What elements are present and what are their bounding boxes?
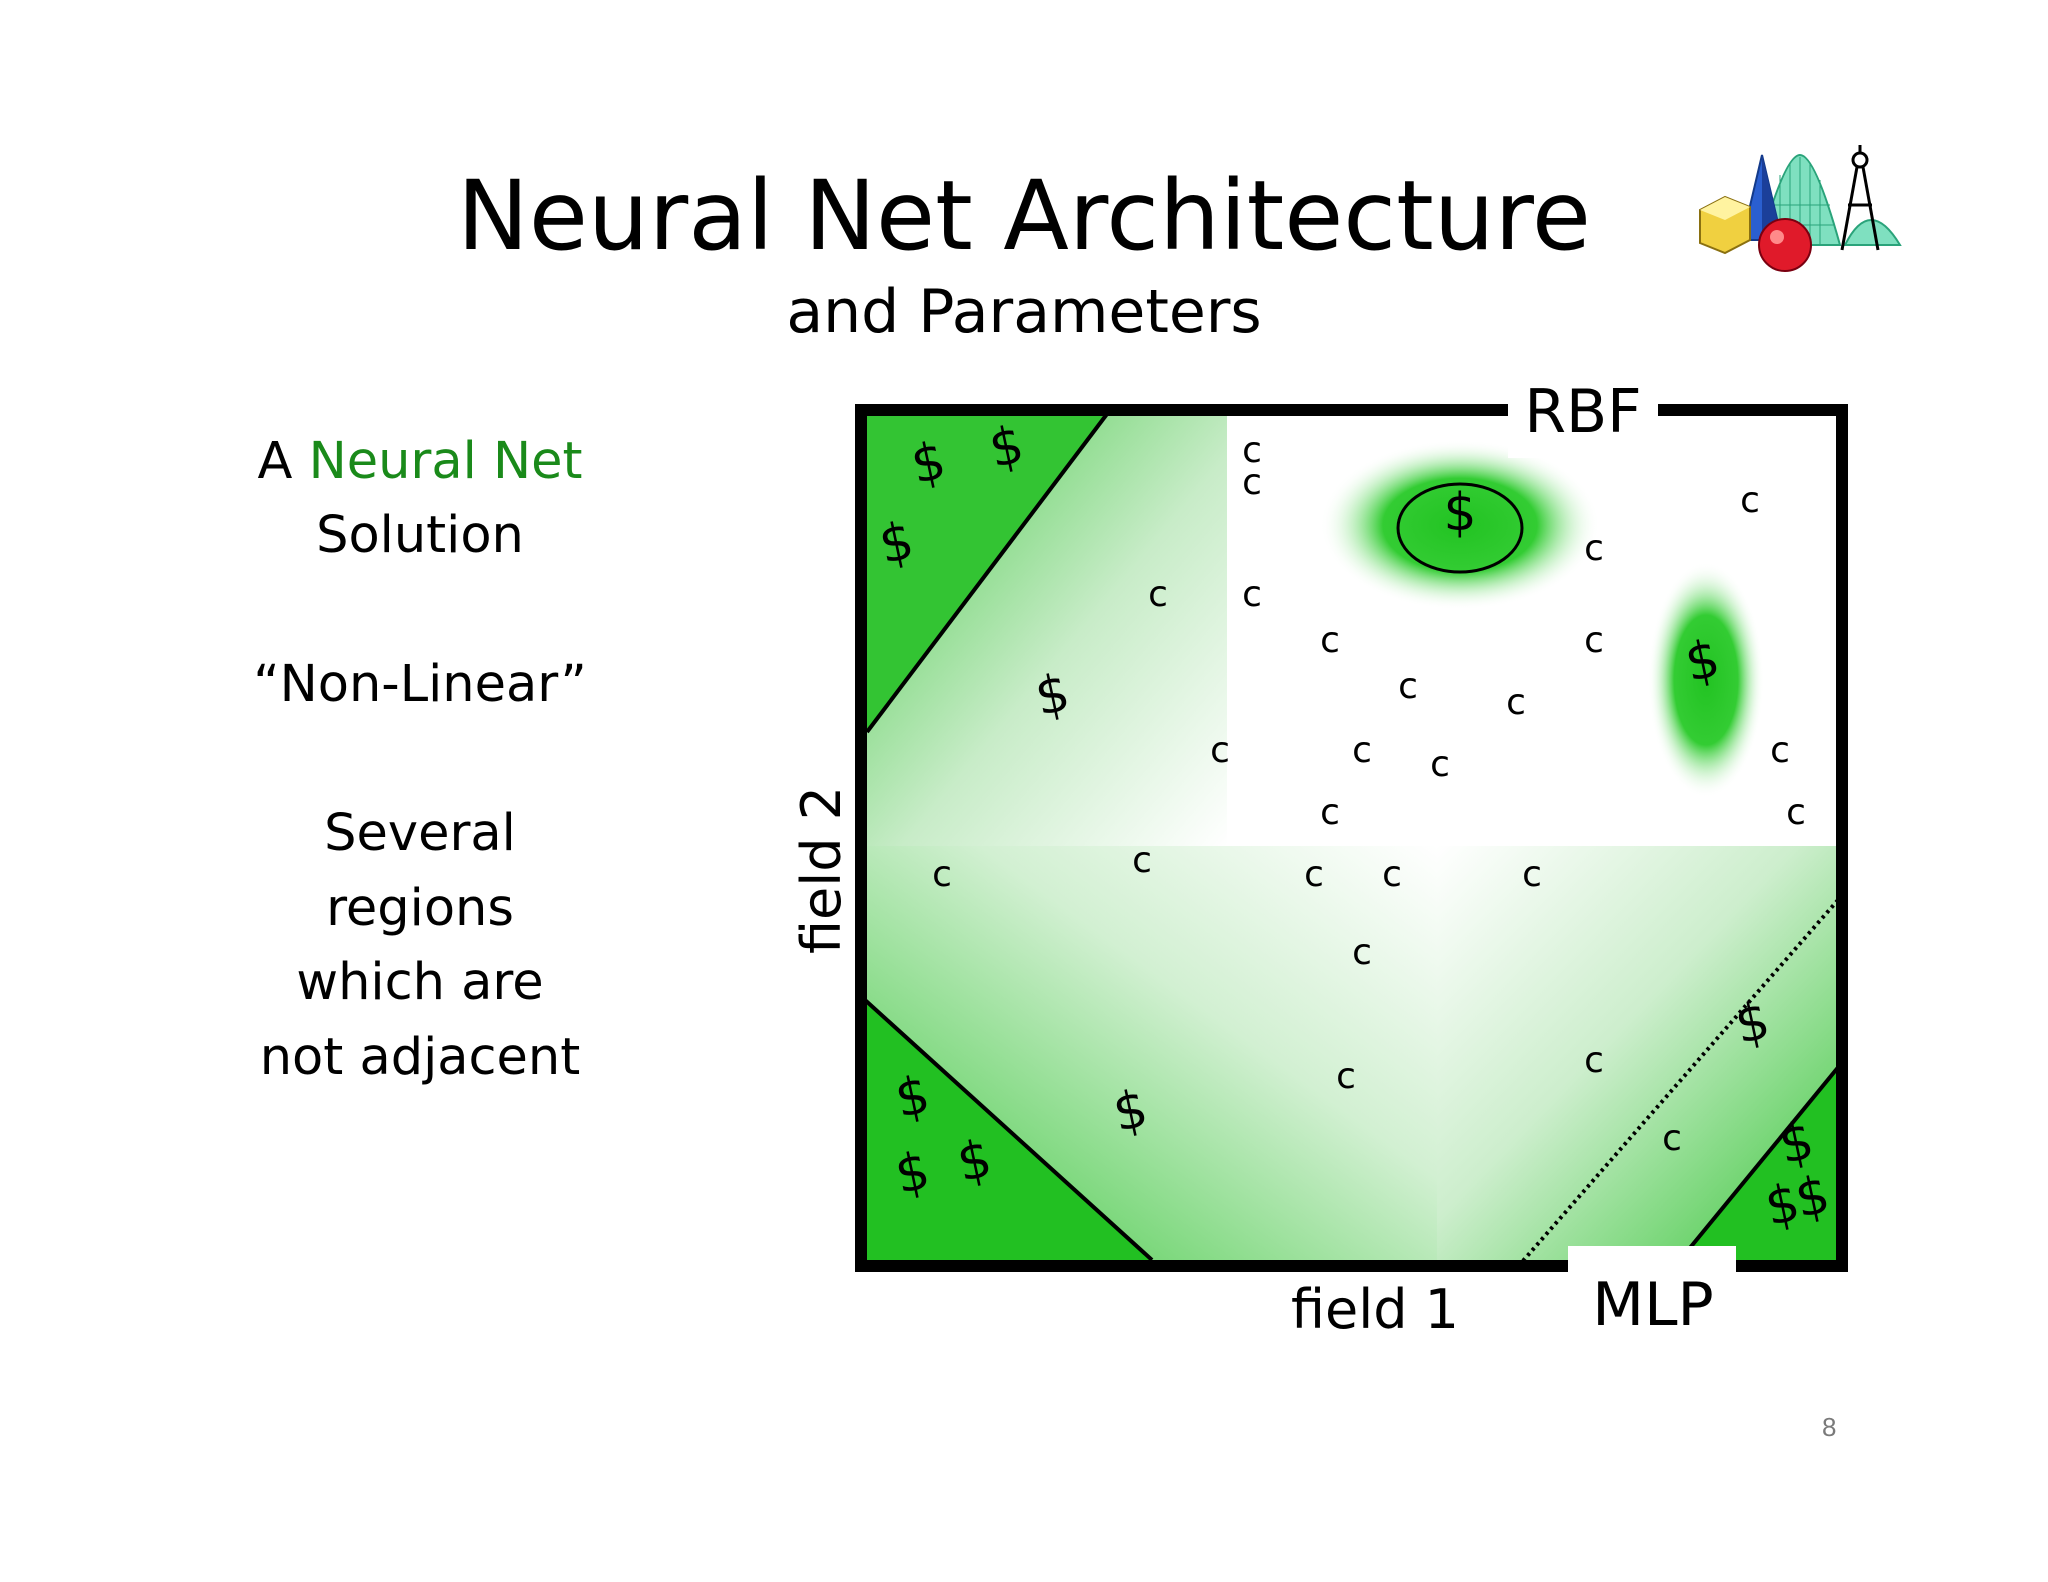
regions-line-2: regions xyxy=(326,879,514,938)
c-marker: c xyxy=(932,854,952,895)
mlp-boundary-dotted xyxy=(1520,898,1840,1264)
solution-word: Solution xyxy=(316,506,524,565)
c-marker: c xyxy=(1398,666,1418,707)
mlp-label-gap xyxy=(1568,1246,1736,1306)
c-marker: c xyxy=(1132,840,1152,881)
rbf-blob-large xyxy=(1320,440,1600,610)
c-marker: c xyxy=(1430,744,1450,785)
c-marker: c xyxy=(1584,1040,1604,1081)
x-axis-label: field 1 xyxy=(1291,1278,1459,1341)
c-marker: c xyxy=(1786,792,1806,833)
non-linear-quote: “Non-Linear” xyxy=(253,655,587,714)
rbf-label: RBF xyxy=(1524,377,1641,447)
c-marker: c xyxy=(1148,574,1168,615)
mlp-label: MLP xyxy=(1592,1270,1713,1340)
c-marker: c xyxy=(1336,1056,1356,1097)
neural-net-highlight: Neural Net xyxy=(308,432,583,491)
geometry-shapes-icon xyxy=(1699,145,1902,272)
c-marker: c xyxy=(1770,730,1790,771)
page-number: 8 xyxy=(1822,1412,1837,1442)
c-marker: c xyxy=(1320,792,1340,833)
c-marker: c xyxy=(1584,528,1604,569)
c-marker: c xyxy=(1210,730,1230,771)
regions-line-4: not adjacent xyxy=(259,1028,581,1087)
mlp-boundary-bottom-left xyxy=(863,998,1154,1262)
c-marker: c xyxy=(1584,620,1604,661)
c-marker: c xyxy=(1304,854,1324,895)
solution-prefix: A xyxy=(257,432,309,491)
c-marker: c xyxy=(1740,480,1760,521)
c-marker: c xyxy=(1506,682,1526,723)
slide-title: Neural Net Architecture xyxy=(457,160,1591,272)
diagram-frame xyxy=(855,404,1848,1272)
solution-heading: A Neural Net xyxy=(200,425,640,499)
c-marker: c xyxy=(1382,854,1402,895)
rbf-blob-small xyxy=(1648,562,1764,798)
mlp-boundary-top-left xyxy=(865,412,1109,734)
c-marker: c xyxy=(1352,730,1372,771)
slide-subtitle: and Parameters xyxy=(786,277,1262,347)
c-marker: c xyxy=(1242,430,1262,471)
c-marker: c xyxy=(1242,574,1262,615)
dollar-marker: $ xyxy=(1443,483,1476,543)
rbf-label-gap xyxy=(1508,396,1658,458)
rbf-inner-circle xyxy=(1396,482,1524,574)
c-marker: c xyxy=(1662,1118,1682,1159)
y-axis-label: field 2 xyxy=(790,786,853,954)
c-marker: c xyxy=(1320,620,1340,661)
c-marker: c xyxy=(1352,932,1372,973)
c-markers: c c c c c c c c c c c c c c c c c c c c … xyxy=(932,430,1806,1159)
mlp-boundary-bottom-right xyxy=(1678,1063,1842,1262)
regions-line-3: which are xyxy=(296,953,544,1012)
regions-line-1: Several xyxy=(324,804,516,863)
c-marker: c xyxy=(1522,854,1542,895)
c-marker: c xyxy=(1242,462,1262,503)
